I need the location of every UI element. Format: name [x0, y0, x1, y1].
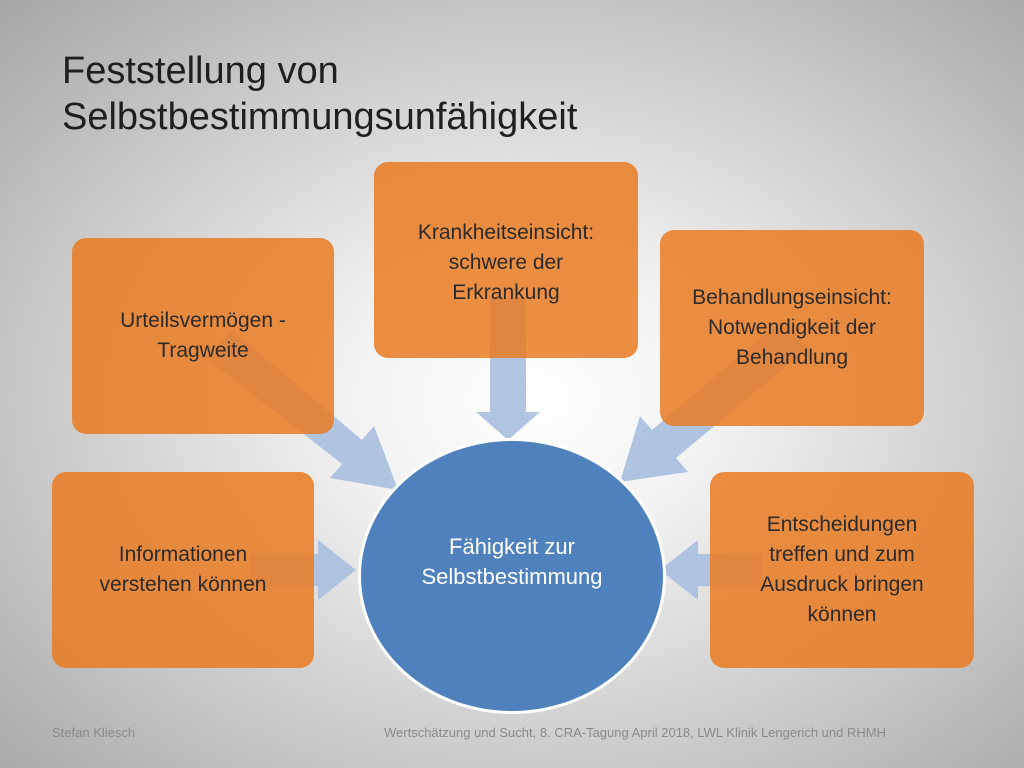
box-krankheitseinsicht: Krankheitseinsicht: schwere der Erkranku…: [374, 162, 638, 358]
box-entscheidungen-line-1: Entscheidungen: [766, 513, 918, 536]
box-urteilsvermoegen: Urteilsvermögen - Tragweite: [72, 238, 334, 434]
box-krankheitseinsicht-line-3: Erkrankung: [452, 281, 560, 304]
box-entscheidungen: Entscheidungen treffen und zum Ausdruck …: [710, 472, 974, 668]
box-informationen: Informationen verstehen können: [52, 472, 314, 668]
center-circle-line-2: Selbstbestimmung: [421, 564, 603, 589]
box-urteilsvermoegen-line-2: Tragweite: [157, 339, 249, 362]
slide-title-line-1: Feststellung von: [62, 50, 339, 92]
box-behandlungseinsicht-line-2: Notwendigkeit der: [707, 316, 877, 339]
center-circle: Fähigkeit zur Selbstbestimmung: [358, 438, 666, 714]
footer-event: Wertschätzung und Sucht, 8. CRA-Tagung A…: [384, 725, 886, 740]
box-informationen-line-2: verstehen können: [99, 573, 267, 596]
box-entscheidungen-line-4: können: [807, 603, 877, 626]
box-urteilsvermoegen-line-1: Urteilsvermögen -: [120, 309, 286, 332]
slide-title-line-2: Selbstbestimmungsunfähigkeit: [62, 96, 578, 138]
box-behandlungseinsicht: Behandlungseinsicht: Notwendigkeit der B…: [660, 230, 924, 426]
center-circle-line-1: Fähigkeit zur: [449, 534, 575, 559]
footer-author: Stefan Kliesch: [52, 725, 136, 740]
box-behandlungseinsicht-line-3: Behandlung: [735, 346, 849, 369]
box-informationen-line-1: Informationen: [118, 543, 248, 566]
box-behandlungseinsicht-line-1: Behandlungseinsicht:: [692, 286, 892, 309]
box-entscheidungen-line-2: treffen und zum: [769, 543, 915, 566]
box-krankheitseinsicht-line-2: schwere der: [448, 251, 564, 274]
box-krankheitseinsicht-line-1: Krankheitseinsicht:: [417, 221, 595, 244]
box-entscheidungen-line-3: Ausdruck bringen: [760, 573, 924, 596]
slide-title: Feststellung von Selbstbestimmungsunfähi…: [62, 48, 762, 140]
